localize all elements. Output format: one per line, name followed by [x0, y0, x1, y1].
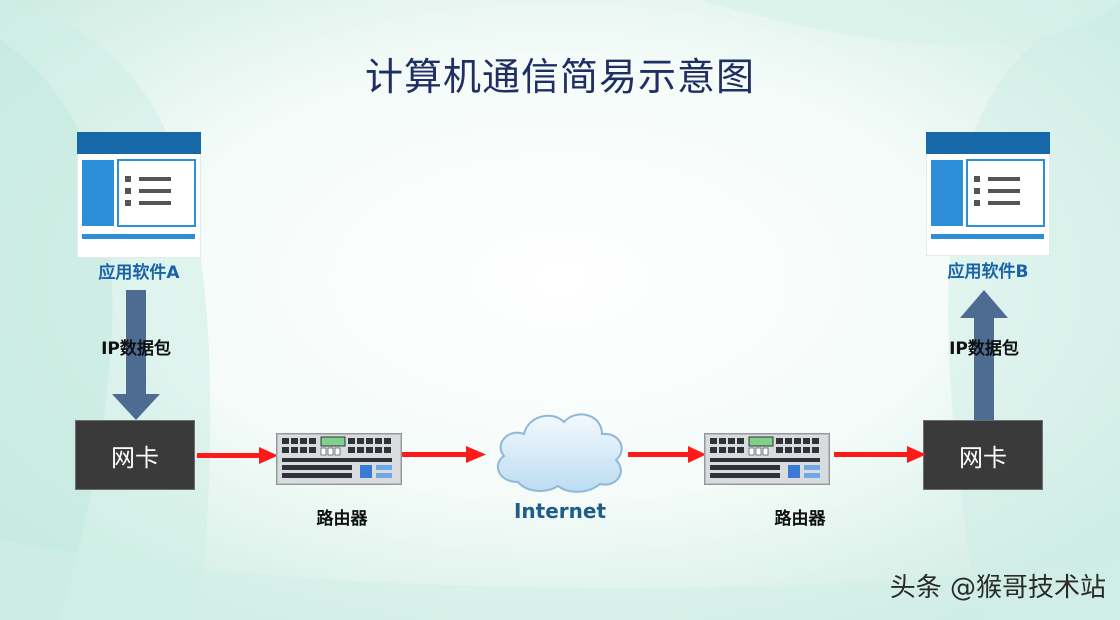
router-icon	[276, 433, 402, 485]
app-a-label: 应用软件A	[98, 263, 180, 283]
nic-right: 网卡	[923, 420, 1043, 490]
watermark-text: 头条 @猴哥技术站	[889, 573, 1106, 603]
packet-label-left: IP数据包	[101, 339, 171, 359]
down-arrow-icon	[112, 290, 160, 420]
page-title: 计算机通信简易示意图	[364, 55, 755, 99]
nic-left: 网卡	[75, 420, 195, 490]
up-arrow-icon	[960, 290, 1008, 422]
packet-label-right: IP数据包	[949, 339, 1019, 359]
router-right-label: 路由器	[774, 509, 826, 529]
app-b-label: 应用软件B	[947, 262, 1029, 282]
app-window-icon	[926, 132, 1050, 256]
cloud-icon	[496, 413, 623, 493]
router-icon	[704, 433, 830, 485]
router-left-label: 路由器	[316, 509, 368, 529]
internet-label: Internet	[513, 499, 607, 523]
app-window-icon	[77, 132, 201, 258]
